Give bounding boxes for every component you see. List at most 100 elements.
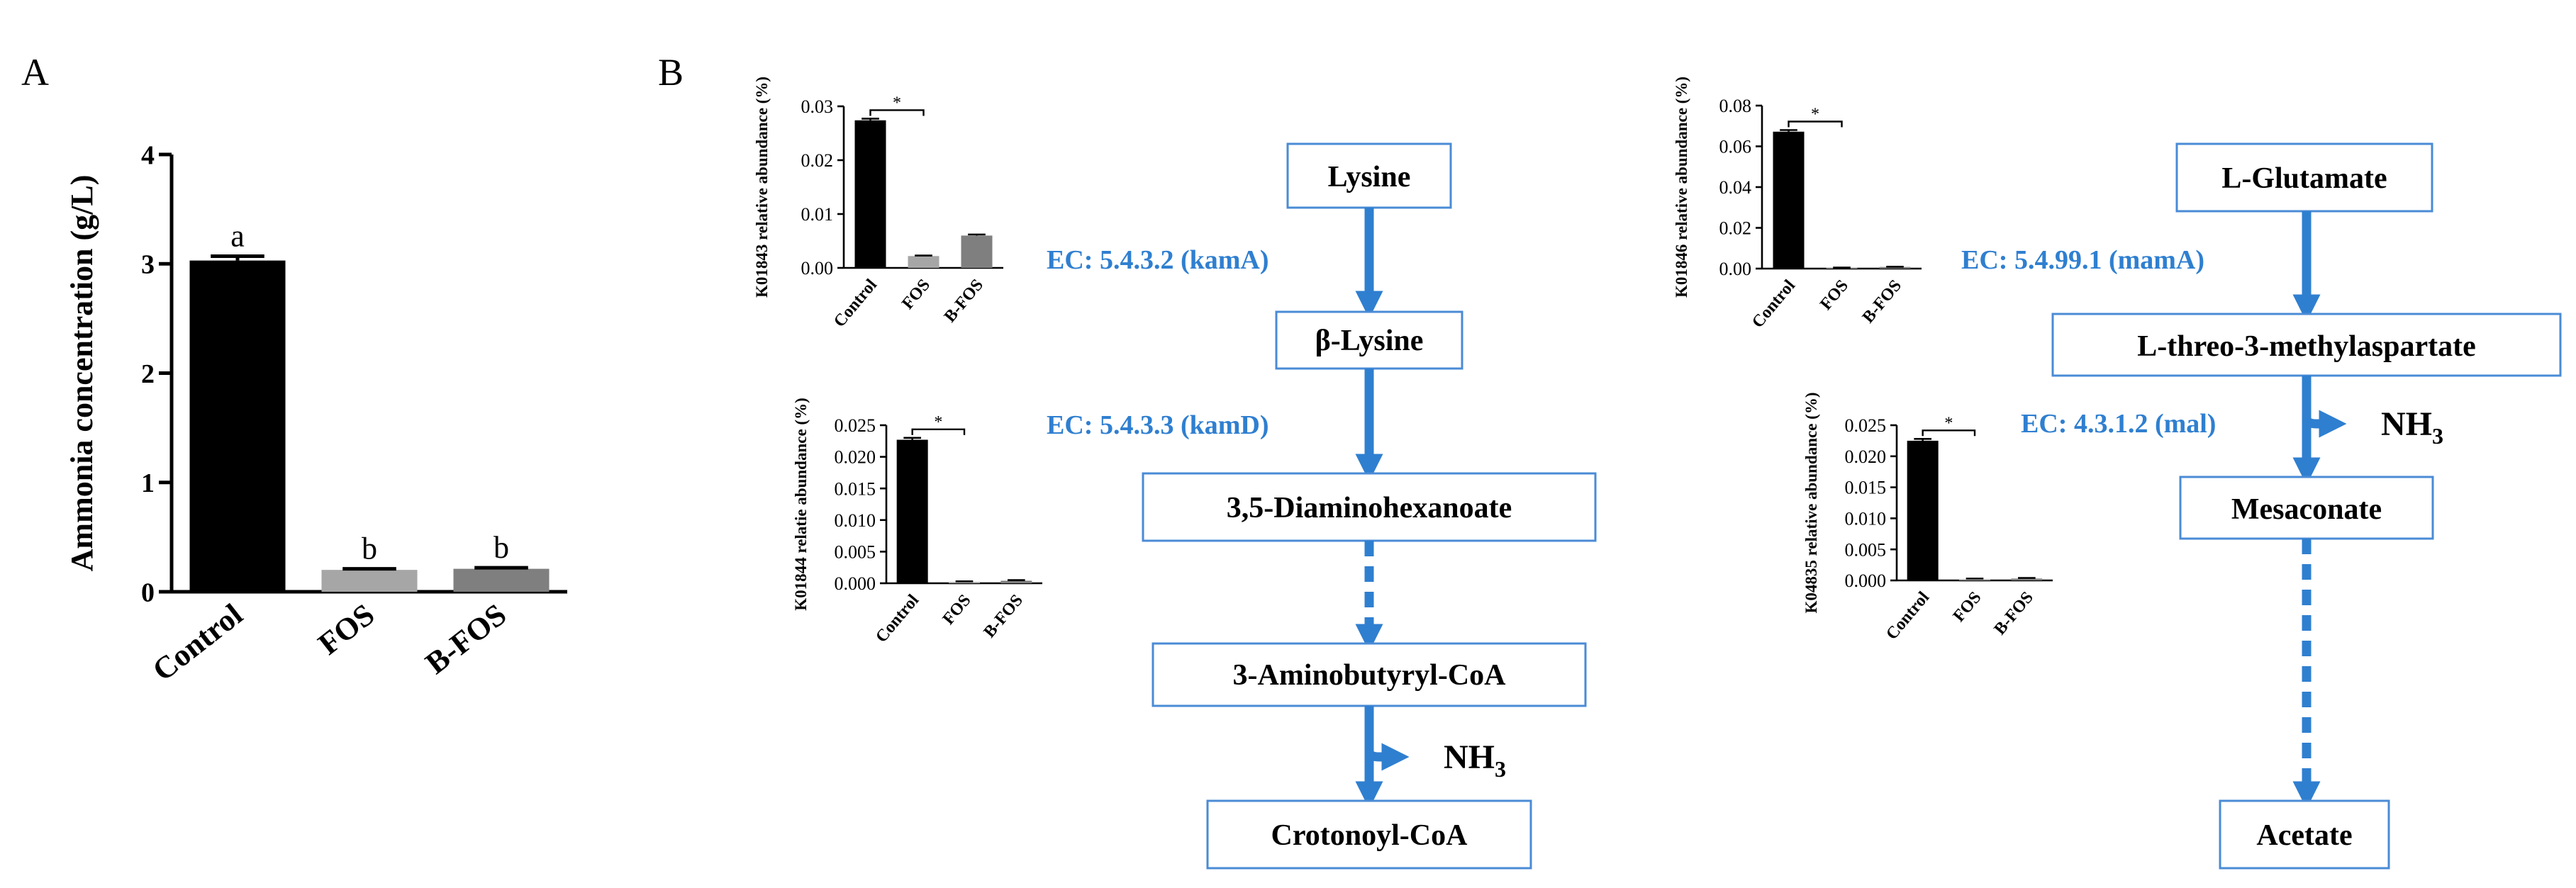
k04835-ytick-label: 0.020: [1845, 446, 1887, 467]
k01846-sig-star: *: [1811, 106, 1819, 124]
k01843-category-label: B-FOS: [941, 276, 987, 326]
ammonia-sig-letter: b: [494, 530, 509, 565]
nh3-glutamate: NH3: [2381, 405, 2443, 449]
panel-label-b: B: [658, 51, 684, 94]
ammonia-ytick-label: 2: [141, 359, 155, 389]
ammonia-ytick-label: 3: [141, 250, 155, 280]
ammonia-ytick-label: 4: [141, 140, 155, 170]
k01843-bar: [961, 235, 993, 268]
node-methylaspartate-box: [2051, 313, 2562, 377]
k01846-category-label: B-FOS: [1859, 276, 1905, 327]
k01844-category-label: Control: [872, 591, 922, 646]
k01846-bar: [1773, 131, 1805, 269]
node-acetate-box: [2219, 799, 2390, 870]
ammonia-category-label: Control: [146, 597, 249, 687]
ammonia-bar: [321, 570, 418, 592]
node-aminobutyryl: 3-Aminobutyryl-CoA: [1233, 659, 1507, 692]
k04835-ytick-label: 0.010: [1845, 509, 1887, 529]
k01843-bar: [908, 256, 939, 268]
node-beta-lysine: β-Lysine: [1315, 325, 1424, 357]
node-aminobutyryl-box: [1152, 642, 1587, 707]
ammonia-ytick-label: 0: [141, 578, 155, 607]
k01843-ytick-label: 0.01: [801, 204, 834, 225]
ammonia-category-label: FOS: [312, 597, 381, 661]
k01843-ylabel: K01843 relative abundance (%): [753, 77, 771, 298]
k04835-bar: [1907, 440, 1939, 580]
k04835-sig-bracket: [1922, 429, 1976, 437]
k01843-bar: [854, 120, 886, 268]
k01843-ytick-label: 0.00: [801, 258, 834, 279]
ammonia-ytick-label: 1: [141, 468, 155, 498]
node-lysine-box: [1286, 142, 1452, 209]
k01846-ylabel: K01846 relative abundance (%): [1673, 77, 1690, 298]
k01843-sig-bracket: [869, 109, 925, 116]
node-diaminohexanoate: 3,5-Diaminohexanoate: [1227, 492, 1512, 524]
k01846-ytick-label: 0.00: [1719, 259, 1752, 279]
k01843-ytick-label: 0.03: [801, 96, 834, 117]
k01846-sig-bracket: [1788, 120, 1843, 128]
k04835-sig-star: *: [1944, 414, 1953, 432]
k01844-ytick-label: 0.000: [835, 573, 876, 594]
k01846-ytick-label: 0.02: [1719, 218, 1752, 239]
k04835-bar: [2011, 578, 2043, 580]
k01846-ytick-label: 0.04: [1719, 177, 1752, 198]
k04835-ytick-label: 0.005: [1845, 539, 1887, 560]
k01844-bar: [949, 582, 980, 583]
k04835-ylabel: K04835 relative abundance (%): [1802, 393, 1820, 614]
nh3-branch-arrow-glutamate: [2302, 410, 2347, 438]
k01846-ytick-label: 0.06: [1719, 137, 1752, 157]
ammonia-bar: [189, 260, 286, 592]
k01843-chart: 0.00 0.01 0.02 0.03 K01843 relative abundanc…: [753, 77, 1003, 331]
enzyme-kamD: EC: 5.4.3.3 (kamD): [1047, 410, 1269, 440]
nh3-branch-arrow-lysine: [1364, 743, 1410, 771]
node-glutamate: L-Glutamate: [2221, 162, 2387, 195]
k01844-bar: [1000, 580, 1032, 583]
enzyme-mal: EC: 4.3.1.2 (mal): [2021, 409, 2216, 439]
k01846-bar: [1879, 266, 1911, 269]
node-lysine: Lysine: [1328, 161, 1411, 193]
k01844-ylabel: K01844 relatie abundance (%): [792, 398, 810, 610]
k01844-ytick-label: 0.015: [835, 478, 876, 499]
node-mesaconate-box: [2179, 476, 2434, 540]
ammonia-sig-letter: a: [230, 218, 245, 253]
k01846-category-label: Control: [1749, 276, 1799, 332]
k04835-ytick-label: 0.015: [1845, 478, 1887, 498]
ammonia-bar: [453, 568, 550, 592]
k01844-chart: 0.000 0.005 0.010 0.015 0.020 0.025 K01844 rel…: [792, 398, 1042, 646]
panel-label-a: A: [21, 51, 49, 94]
k01844-sig-bracket: [911, 428, 966, 435]
k04835-category-label: B-FOS: [1991, 588, 2037, 639]
k01844-ytick-label: 0.010: [835, 510, 876, 531]
k01846-category-label: FOS: [1817, 276, 1852, 313]
glutamate-pathway: L-Glutamate EC: 5.4.99.1 (mamA) L-threo-…: [1961, 142, 2562, 870]
lysine-pathway: Lysine EC: 5.4.3.2 (kamA) β-Lysine EC: 5…: [1047, 142, 1597, 870]
k01844-sig-star: *: [934, 413, 942, 432]
k01844-ytick-label: 0.005: [835, 542, 876, 563]
k04835-bar: [1959, 579, 1990, 580]
k01843-category-label: Control: [830, 276, 881, 331]
k01846-ytick-label: 0.08: [1719, 96, 1752, 116]
ammonia-category-label: B-FOS: [419, 597, 513, 680]
enzyme-kamA: EC: 5.4.3.2 (kamA): [1047, 245, 1269, 275]
k01843-ytick-label: 0.02: [801, 150, 834, 171]
node-glutamate-box: [2175, 142, 2433, 213]
enzyme-mamA: EC: 5.4.99.1 (mamA): [1961, 245, 2204, 275]
node-mesaconate: Mesaconate: [2231, 493, 2382, 526]
k01844-category-label: FOS: [939, 591, 975, 628]
k01844-ytick-label: 0.025: [835, 415, 876, 436]
k04835-category-label: FOS: [1950, 588, 1985, 625]
k01844-category-label: B-FOS: [981, 591, 1027, 641]
k04835-category-label: Control: [1883, 588, 1933, 643]
k01843-category-label: FOS: [898, 276, 934, 313]
k01844-ytick-label: 0.020: [835, 447, 876, 468]
k04835-ytick-label: 0.000: [1845, 571, 1887, 591]
node-crotonoyl: Crotonoyl-CoA: [1271, 819, 1468, 852]
node-methylaspartate: L-threo-3-methylaspartate: [2137, 330, 2475, 363]
k01846-chart: 0.00 0.02 0.04 0.06 0.08 K01846 relative abun…: [1673, 77, 1922, 332]
ammonia-ylabel: Ammonia concentration (g/L): [65, 175, 99, 572]
k01843-sig-star: *: [893, 94, 901, 112]
node-diaminohexanoate-box: [1142, 472, 1597, 542]
